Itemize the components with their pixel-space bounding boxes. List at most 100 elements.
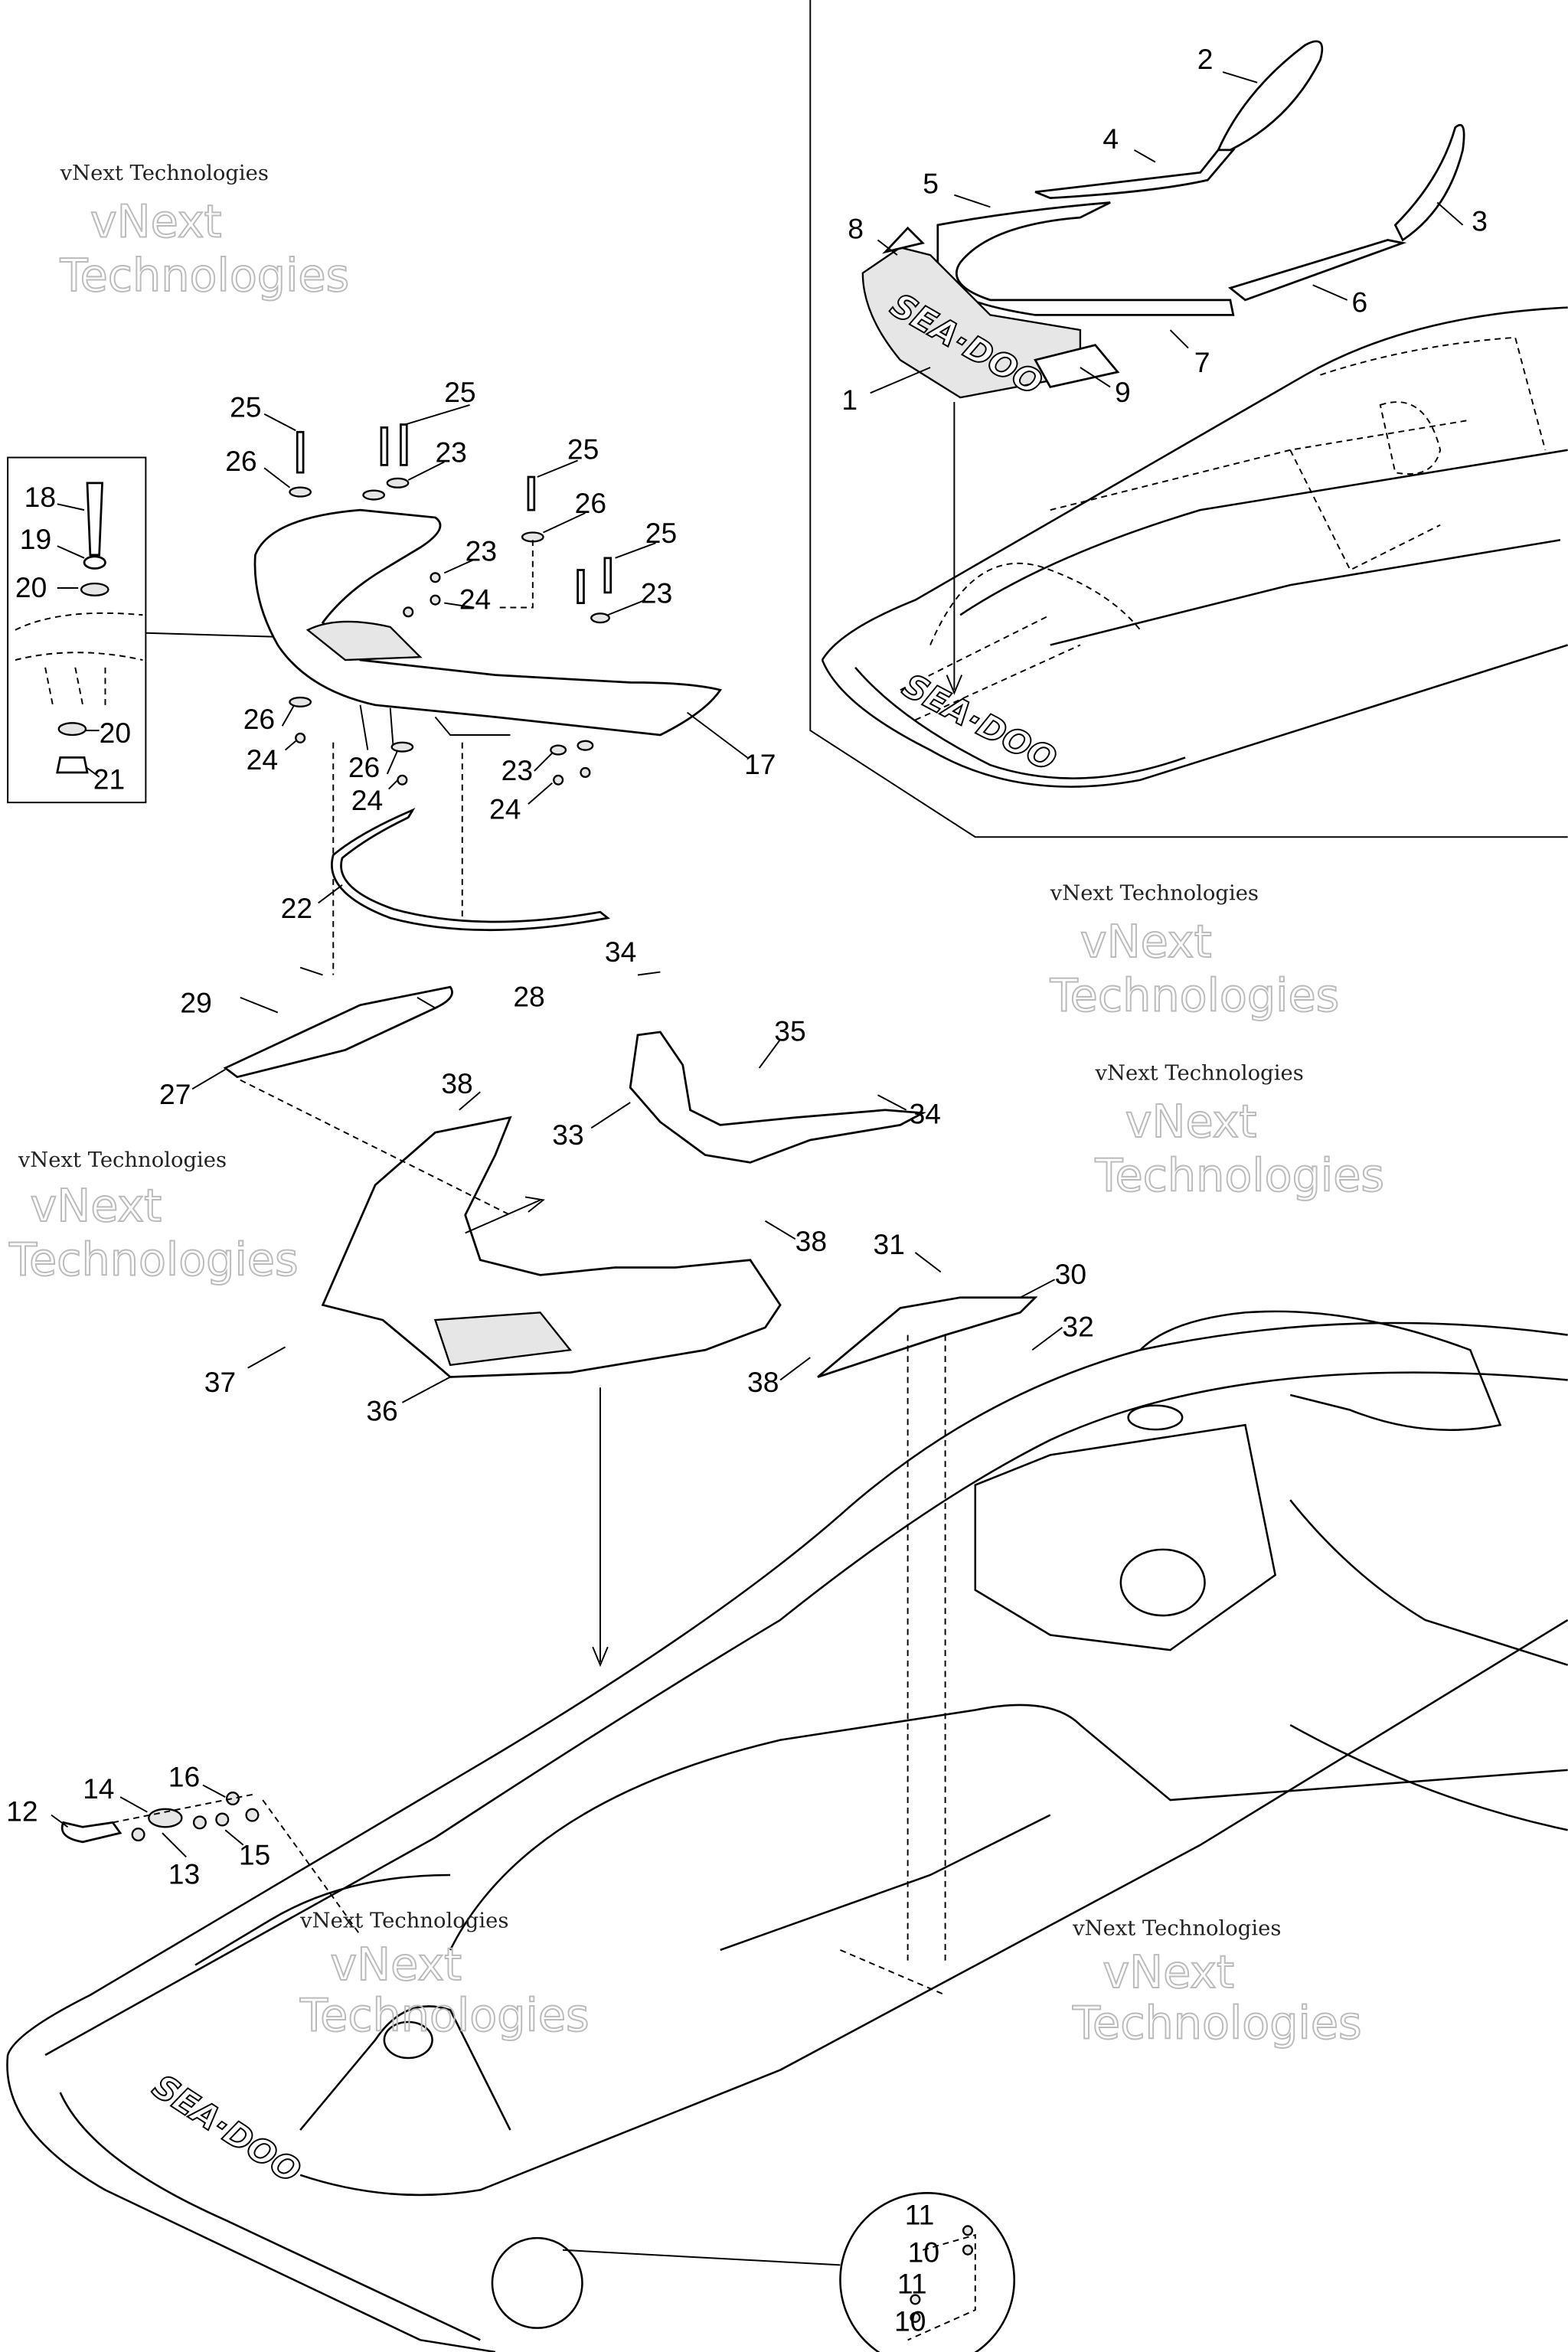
- callout-11a: 11: [905, 2198, 935, 2230]
- handle-assembly: 25 25 26 23 25 26 23 25 24 23 17 26 24 2…: [225, 376, 776, 975]
- callout-38b: 38: [795, 1225, 827, 1257]
- seat-panel-group: SEA·DOO SEA·DOO 2 4 5 8 3 6 7 9 1: [809, 0, 1568, 838]
- detail-circle: [839, 2192, 1015, 2352]
- main-hull: SEA·DOO: [6, 1310, 1568, 2352]
- detail-inset: 18 19 20 20 21: [7, 456, 301, 804]
- callout-37: 37: [204, 1366, 236, 1398]
- seat-part-4: [1034, 149, 1236, 199]
- callout-24a: 24: [459, 583, 491, 615]
- watermark-big-10: Technologies: [299, 1989, 590, 2042]
- seat-part-2: [1217, 40, 1324, 152]
- callout-27: 27: [159, 1078, 191, 1110]
- watermark-big-2: Technologies: [60, 249, 350, 302]
- watermark-big-1: vNext: [90, 195, 222, 248]
- callout-26b: 26: [575, 487, 606, 519]
- small-hull-logo: SEA·DOO: [897, 667, 1063, 779]
- callout-16: 16: [168, 1760, 200, 1792]
- callout-38a: 38: [441, 1067, 472, 1099]
- callout-30: 30: [1055, 1258, 1086, 1290]
- panel-part-33: [629, 1031, 927, 1164]
- callout-6: 6: [1352, 286, 1368, 318]
- watermark-big-8: Technologies: [1095, 1149, 1385, 1202]
- callout-36: 36: [366, 1394, 397, 1426]
- callout-34b: 34: [910, 1097, 941, 1129]
- callout-25a: 25: [230, 391, 261, 423]
- callout-28: 28: [513, 981, 544, 1013]
- callout-19: 19: [20, 523, 51, 555]
- hull-logo: SEA·DOO: [145, 2067, 307, 2190]
- callout-25c: 25: [567, 433, 599, 466]
- callout-23a: 23: [435, 436, 466, 468]
- callout-21: 21: [93, 763, 125, 795]
- callout-12: 12: [6, 1795, 38, 1827]
- callout-23b: 23: [466, 535, 497, 567]
- watermark-small-3: vNext Technologies: [18, 1148, 227, 1172]
- callout-23c: 23: [641, 577, 672, 609]
- bottom-details: 12 14 16 13 15 11 10 11 10: [6, 1760, 1015, 2352]
- clip-part-12: [60, 1821, 122, 1844]
- callout-17: 17: [744, 748, 776, 780]
- callout-26c: 26: [243, 703, 275, 735]
- watermark-big-4: Technologies: [1050, 969, 1340, 1021]
- watermark-big-12: Technologies: [1072, 1997, 1362, 2050]
- callout-7: 7: [1194, 346, 1210, 378]
- callout-25d: 25: [645, 517, 677, 549]
- seat-part-8: [882, 226, 925, 254]
- watermarks: vNext Technologies vNext Technologies vN…: [8, 162, 1385, 2050]
- watermark-small-2: vNext Technologies: [1050, 882, 1259, 906]
- watermark-small-5: vNext Technologies: [299, 1909, 508, 1933]
- callout-20b: 20: [100, 717, 131, 749]
- watermark-small-4: vNext Technologies: [1095, 1062, 1304, 1086]
- callout-11b: 11: [897, 2268, 927, 2300]
- watermark-big-9: vNext: [330, 1938, 462, 1991]
- panel-part-27: [223, 985, 453, 1079]
- callout-9: 9: [1115, 376, 1131, 408]
- callout-26a: 26: [225, 445, 256, 477]
- callout-10b: 10: [894, 2305, 926, 2337]
- callout-24d: 24: [489, 793, 521, 825]
- callout-4: 4: [1102, 122, 1119, 155]
- watermark-big-5: vNext: [31, 1179, 162, 1232]
- callout-26d: 26: [348, 751, 380, 783]
- callout-22: 22: [281, 892, 312, 924]
- callout-29: 29: [180, 986, 211, 1018]
- seat-part-5: [936, 201, 1235, 316]
- seat-part-6: [1227, 239, 1407, 302]
- callout-5: 5: [923, 168, 939, 200]
- handle-part-17: [253, 508, 722, 737]
- callout-8: 8: [848, 213, 864, 245]
- bolts: [289, 423, 612, 786]
- cable-part-22: [331, 808, 610, 932]
- callout-23d: 23: [501, 754, 533, 786]
- small-hull-outline: [821, 306, 1568, 788]
- callout-33: 33: [552, 1119, 583, 1151]
- callout-15: 15: [239, 1838, 270, 1870]
- callout-20: 20: [15, 571, 47, 603]
- watermark-big-11: vNext: [1102, 1945, 1234, 1998]
- seat-part-9: [1034, 344, 1120, 389]
- seat-part-3: [1393, 123, 1465, 242]
- callout-25b: 25: [444, 376, 475, 408]
- seat-part-1: [861, 246, 1082, 399]
- callout-24b: 24: [247, 743, 278, 776]
- watermark-big-7: vNext: [1125, 1095, 1257, 1148]
- callout-31: 31: [874, 1228, 905, 1260]
- watermark-big-3: vNext: [1080, 915, 1212, 968]
- callout-18: 18: [24, 481, 56, 513]
- panel-part-30: [817, 1296, 1038, 1378]
- callout-32: 32: [1062, 1311, 1093, 1343]
- callout-2: 2: [1197, 43, 1214, 75]
- callout-13: 13: [168, 1858, 200, 1890]
- watermark-small-1: vNext Technologies: [60, 162, 269, 185]
- callout-38c: 38: [747, 1366, 779, 1398]
- callout-10a: 10: [908, 2236, 939, 2268]
- callout-1: 1: [841, 384, 858, 416]
- front-panels: 34 35 29 28 27 38 33 34 38 31 30 32 37 3…: [159, 936, 1094, 1996]
- watermark-big-6: Technologies: [8, 1233, 299, 1285]
- callout-34a: 34: [605, 936, 636, 968]
- watermark-small-6: vNext Technologies: [1072, 1916, 1281, 1940]
- callout-14: 14: [83, 1772, 114, 1805]
- callout-3: 3: [1472, 205, 1488, 237]
- callout-24c: 24: [351, 784, 383, 816]
